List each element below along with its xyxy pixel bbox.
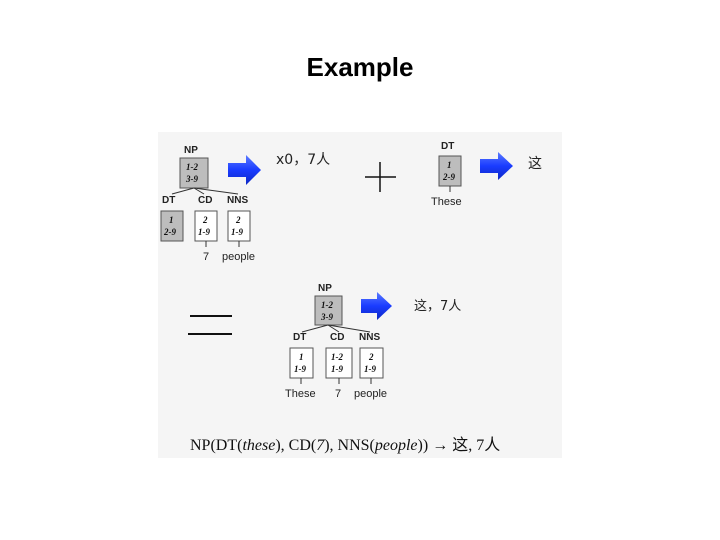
tree-c-cd-span2: 1-9: [331, 364, 343, 374]
rule-formula: NP(DT(these), CD(7), NNS(people)) →这, 7人: [190, 436, 500, 454]
tree-a-cd-span2: 1-9: [198, 227, 210, 237]
rule-mid1: ), CD(: [275, 437, 316, 454]
slide-title: Example: [306, 52, 414, 82]
tree-c-nns-span1: 2: [368, 352, 374, 362]
tree-b-root-label: DT: [441, 141, 454, 152]
tree-c-cd-label: CD: [330, 332, 344, 343]
tree-a-dt-span2: 2-9: [163, 227, 176, 237]
tree-c-root-span1: 1-2: [321, 300, 333, 310]
tree-c-edge-cd: [327, 324, 340, 333]
tree-c-root-label: NP: [318, 283, 332, 294]
tree-b-word: These: [431, 196, 462, 208]
tree-b-arrow-icon: [480, 152, 513, 180]
plus-operator: [365, 162, 396, 192]
tree-a-root-span2: 3-9: [185, 174, 198, 184]
tree-c-word-7: 7: [335, 388, 341, 400]
tree-a-dt-label: DT: [162, 195, 175, 206]
tree-b-root-span1: 1: [447, 160, 452, 170]
tree-a-root-label: NP: [184, 145, 198, 156]
tree-a-dt-span1: 1: [169, 215, 174, 225]
tree-b-root-span2: 2-9: [442, 172, 455, 182]
tree-a-target: x0，7人: [276, 152, 330, 168]
tree-c-arrow-icon: [361, 292, 392, 320]
tree-a-cd-span1: 2: [202, 215, 208, 225]
rule-seven: 7: [316, 437, 325, 454]
tree-a-edge-dt: [171, 187, 195, 195]
tree-a-edge-cd: [193, 187, 205, 195]
tree-a-nns-label: NNS: [227, 195, 248, 206]
tree-a-word-7: 7: [203, 251, 209, 263]
tree-a-root-box: [179, 157, 209, 189]
tree-c-cd-span1: 1-2: [331, 352, 343, 362]
tree-a-arrow-icon: [228, 155, 261, 185]
tree-c-dt-span2: 1-9: [294, 364, 306, 374]
tree-c-cd-box: [325, 347, 353, 379]
tree-a: NP 1-2 3-9 DT 1 2-9 CD 2 1-9 7 NNS 2 1-9…: [160, 145, 255, 263]
rule-composition-diagram: NP 1-2 3-9 DT 1 2-9 CD 2 1-9 7 NNS 2 1-9…: [160, 141, 542, 454]
rule-target: 这, 7人: [452, 436, 500, 454]
tree-c-edge-dt: [301, 324, 329, 333]
equals-operator: [188, 315, 232, 335]
tree-a-root-span1: 1-2: [186, 162, 198, 172]
tree-b: DT 1 2-9 These: [431, 141, 462, 208]
diagram-panel: NP 1-2 3-9 DT 1 2-9 CD 2 1-9 7 NNS 2 1-9…: [158, 132, 562, 458]
tree-a-word-people: people: [222, 251, 255, 263]
tree-b-target: 这: [528, 155, 542, 172]
tree-c-nns-label: NNS: [359, 332, 380, 343]
tree-a-nns-span1: 2: [235, 215, 241, 225]
tree-c-root-span2: 3-9: [320, 312, 333, 322]
tree-c-dt-label: DT: [293, 332, 306, 343]
rule-mid2: ), NNS(: [324, 437, 375, 454]
tree-c-word-people: people: [354, 388, 387, 400]
rule-people: people: [374, 437, 418, 454]
tree-a-cd-label: CD: [198, 195, 212, 206]
rule-prefix: NP(DT(: [190, 437, 242, 454]
rule-suffix: )) →: [418, 437, 449, 454]
tree-c: NP 1-2 3-9 DT 1 1-9 These CD 1-2 1-9 7 N…: [285, 283, 387, 400]
tree-c-word-these: These: [285, 388, 316, 400]
tree-a-dt-box: [160, 210, 184, 242]
tree-a-nns-span2: 1-9: [231, 227, 243, 237]
tree-c-target: 这，7人: [414, 298, 461, 314]
tree-a-edge-nns: [193, 187, 239, 195]
tree-c-dt-span1: 1: [299, 352, 304, 362]
rule-these: these: [242, 437, 275, 454]
tree-c-edge-nns: [327, 324, 371, 333]
tree-c-nns-span2: 1-9: [364, 364, 376, 374]
